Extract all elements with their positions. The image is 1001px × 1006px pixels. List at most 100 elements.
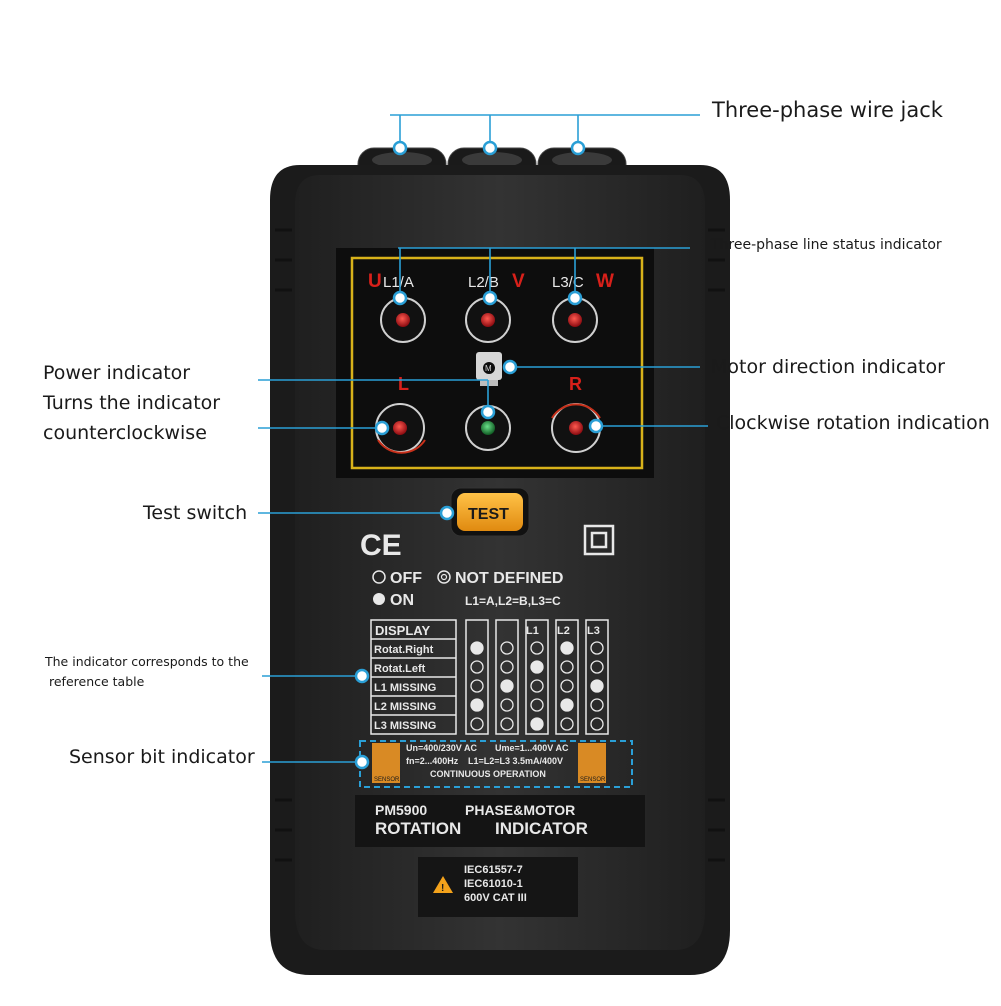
ce-mark: CE	[360, 529, 402, 562]
table-row-label: L2 MISSING	[374, 701, 436, 713]
motor-icon: M	[476, 352, 502, 386]
table-symbol-icon	[590, 698, 604, 712]
legend-on: ON	[390, 592, 414, 609]
reference-table: DISPLAY L1 L2 L3 Rotat.Right Rotat.Left …	[370, 619, 609, 735]
table-symbol-icon	[560, 641, 574, 655]
table-symbol-icon	[530, 641, 544, 655]
table-symbol-icon	[590, 679, 604, 693]
callout-turns-line-1: Turns the indicator	[43, 392, 221, 414]
table-row-label: L1 MISSING	[374, 682, 436, 694]
double-insulation-icon	[583, 524, 615, 556]
table-symbol-icon	[500, 679, 514, 693]
phase-l3-label: L3/C	[552, 274, 584, 291]
callout-reference-table-line-1: The indicator corresponds to the	[45, 654, 249, 669]
table-symbol-icon	[560, 717, 574, 731]
panel-border	[350, 256, 644, 470]
led-l1	[396, 313, 410, 327]
callout-motor-direction: Motor direction indicator	[711, 356, 945, 378]
table-symbol-icon	[560, 698, 574, 712]
warning-icon	[433, 876, 453, 893]
name-plate: PM5900 PHASE&MOTOR ROTATION INDICATOR	[355, 795, 645, 847]
callout-clockwise-rotation: Clockwise rotation indication	[716, 412, 990, 434]
table-header-l3: L3	[587, 625, 600, 637]
clockwise-arrow-icon	[551, 403, 601, 419]
off-symbol-icon	[372, 570, 386, 584]
spec-box: SENSOR SENSOR Un=400/230V AC Ume=1...400…	[359, 740, 633, 788]
led-counterclockwise	[393, 421, 407, 435]
standards-label: ! IEC61557-7 IEC61010-1 600V CAT III	[418, 857, 578, 917]
callout-reference-table-line-2: reference table	[49, 674, 145, 689]
title-line-1: PHASE&MOTOR	[465, 802, 575, 818]
phase-l1-label: L1/A	[383, 274, 414, 291]
callout-sensor-bit: Sensor bit indicator	[69, 746, 255, 768]
table-row-label: L3 MISSING	[374, 720, 436, 732]
table-symbol-icon	[560, 660, 574, 674]
phase-l2-label: L2/B	[468, 274, 499, 291]
table-header-l2: L2	[557, 625, 570, 637]
led-power	[481, 421, 495, 435]
callout-leaders	[258, 114, 708, 763]
table-symbol-icon	[530, 698, 544, 712]
table-row-label: Rotat.Left	[374, 663, 426, 675]
indicator-panel: U L1/A L2/B V L3/C W M L R	[336, 248, 654, 478]
standard-1: IEC61557-7	[464, 864, 523, 876]
legend-mapping: L1=A,L2=B,L3=C	[465, 594, 561, 608]
standard-2: IEC61010-1	[464, 878, 523, 890]
table-header-l1: L1	[526, 625, 539, 637]
svg-text:!: !	[441, 883, 444, 894]
not-defined-symbol-icon	[437, 570, 451, 584]
table-symbol-icon	[470, 660, 484, 674]
sensor-label-right: SENSOR	[580, 777, 606, 783]
table-symbol-icon	[500, 717, 514, 731]
table-symbol-icon	[530, 679, 544, 693]
rotation-left-label: L	[398, 374, 409, 394]
counterclockwise-arrow-icon	[377, 439, 426, 454]
table-symbol-icon	[590, 660, 604, 674]
phase-v-label: V	[512, 271, 525, 292]
on-symbol-icon	[373, 593, 385, 605]
table-symbol-icon	[500, 698, 514, 712]
table-symbol-icon	[590, 717, 604, 731]
callout-three-phase-jack: Three-phase wire jack	[712, 98, 943, 122]
spec-line-2a: fn=2...400Hz	[406, 756, 459, 766]
spec-line-3: CONTINUOUS OPERATION	[430, 769, 546, 779]
table-symbol-icon	[500, 641, 514, 655]
title-line-2b: INDICATOR	[495, 819, 588, 838]
sensor-label-left: SENSOR	[374, 777, 400, 783]
callout-dots	[354, 140, 604, 770]
rotation-right-label: R	[569, 374, 582, 394]
table-symbol-icon	[470, 641, 484, 655]
table-symbol-icon	[530, 717, 544, 731]
table-symbol-icon	[470, 717, 484, 731]
callout-test-switch: Test switch	[143, 502, 248, 524]
spec-line-1a: Un=400/230V AC	[406, 743, 477, 753]
phase-u-label: U	[368, 271, 382, 292]
table-symbols	[470, 641, 604, 731]
table-symbol-icon	[470, 698, 484, 712]
phase-w-label: W	[596, 271, 614, 292]
callout-line-status: Three-phase line status indicator	[711, 237, 942, 253]
legend: OFF NOT DEFINED ON L1=A,L2=B,L3=C	[372, 570, 563, 609]
table-symbol-icon	[590, 641, 604, 655]
standard-3: 600V CAT III	[464, 892, 527, 904]
legend-not-defined: NOT DEFINED	[455, 570, 563, 587]
led-l3	[568, 313, 582, 327]
callout-turns-line-2: counterclockwise	[43, 422, 207, 444]
legend-off: OFF	[390, 570, 422, 587]
table-symbol-icon	[470, 679, 484, 693]
spec-line-1b: Ume=1...400V AC	[495, 743, 569, 753]
table-row-label: Rotat.Right	[374, 644, 434, 656]
table-symbol-icon	[560, 679, 574, 693]
test-button-label: TEST	[468, 506, 509, 523]
svg-text:M: M	[485, 364, 492, 373]
sensor-pad-right	[578, 743, 606, 783]
led-clockwise	[569, 421, 583, 435]
title-line-2a: ROTATION	[375, 819, 461, 838]
test-button[interactable]: TEST	[450, 487, 530, 537]
table-header-display: DISPLAY	[375, 623, 430, 638]
sensor-pad-left	[372, 743, 400, 783]
callout-power-indicator: Power indicator	[43, 362, 191, 384]
table-symbol-icon	[500, 660, 514, 674]
